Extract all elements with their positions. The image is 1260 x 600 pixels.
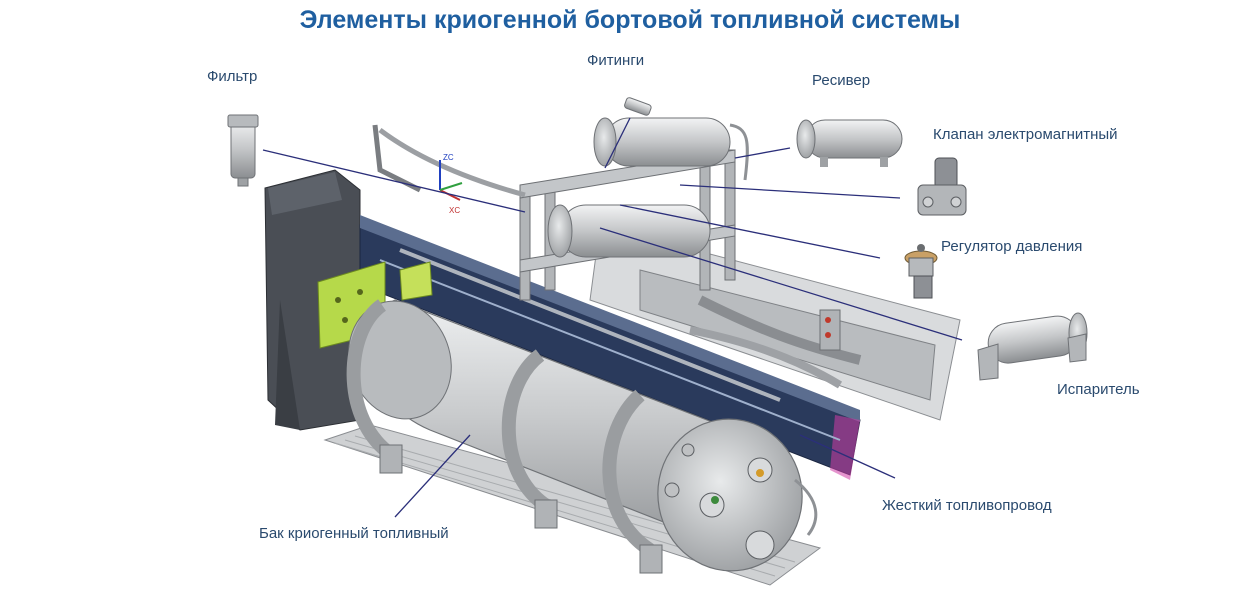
leader-fuel-line xyxy=(799,434,896,479)
cryogenic-fuel-tank xyxy=(346,299,818,574)
label-receiver: Ресивер xyxy=(812,72,871,89)
upper-bracket-assembly xyxy=(372,117,749,301)
leader-lines xyxy=(262,117,963,518)
leader-evaporator xyxy=(599,227,963,341)
leader-filter xyxy=(262,149,526,213)
label-filter: Фильтр xyxy=(207,68,258,85)
axis-xc-label: XC xyxy=(449,206,460,215)
label-pressure-regulator: Регулятор давления xyxy=(941,238,1083,255)
receiver-part xyxy=(796,119,903,167)
axis-zc-label: ZC xyxy=(443,153,454,162)
filter-part xyxy=(227,114,259,187)
leader-fittings xyxy=(604,117,631,169)
leader-regulator xyxy=(619,204,881,259)
leader-receiver xyxy=(734,147,791,159)
label-fuel-line: Жесткий топливопровод xyxy=(882,497,1052,514)
evaporator-part xyxy=(977,312,1088,381)
chassis-frame-rail xyxy=(359,215,861,480)
label-evaporator: Испаритель xyxy=(1057,381,1140,398)
chassis-frame-rear xyxy=(589,224,961,421)
pressure-regulator-part xyxy=(904,244,938,299)
leader-tank xyxy=(394,434,471,518)
label-cryo-tank: Бак криогенный топливный xyxy=(259,525,449,542)
coordinate-axis-marker: ZC XC xyxy=(439,153,463,215)
label-solenoid-valve: Клапан электромагнитный xyxy=(933,126,1118,143)
fitting-part xyxy=(624,97,652,116)
diagram-title: Элементы криогенной бортовой топливной с… xyxy=(299,6,961,34)
leader-solenoid xyxy=(679,184,901,199)
label-fittings: Фитинги xyxy=(587,52,645,69)
solenoid-valve-part xyxy=(917,157,967,216)
